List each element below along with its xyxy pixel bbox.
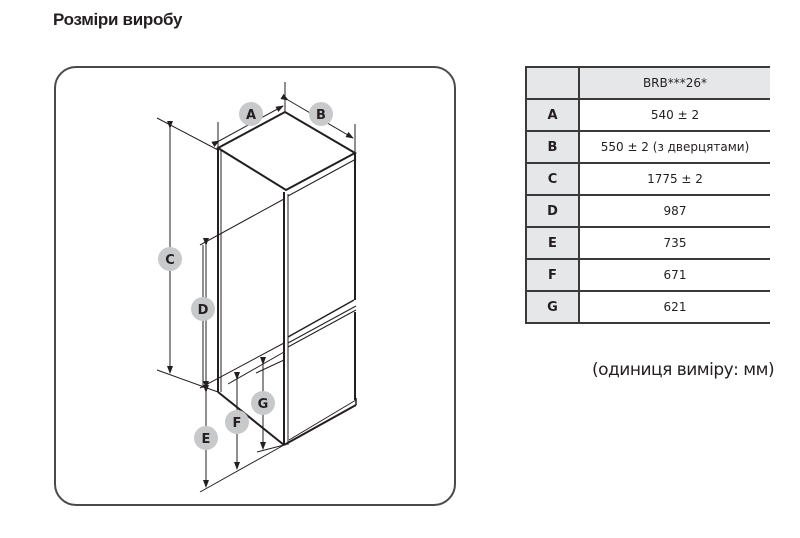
- svg-text:F: F: [233, 416, 242, 431]
- table-row: G 621: [525, 290, 770, 324]
- row-key: D: [525, 194, 580, 228]
- row-key: G: [525, 290, 580, 324]
- unit-note: (одиниця виміру: мм): [592, 360, 775, 380]
- table-row: C 1775 ± 2: [525, 162, 770, 196]
- svg-text:A: A: [246, 108, 256, 123]
- table-row: E 735: [525, 226, 770, 260]
- row-value: 550 ± 2 (з дверцятами): [578, 130, 770, 164]
- dimension-label-f: F: [225, 410, 249, 434]
- dimension-label-e: E: [194, 426, 218, 450]
- row-value: 540 ± 2: [578, 98, 770, 132]
- svg-text:E: E: [202, 432, 211, 447]
- row-key: B: [525, 130, 580, 164]
- row-value: 621: [578, 290, 770, 324]
- fridge-outline: [215, 110, 358, 446]
- dimension-label-d: D: [191, 297, 215, 321]
- row-key: E: [525, 226, 580, 260]
- dimension-label-a: A: [239, 102, 263, 126]
- table-header-row: BRB***26*: [525, 66, 770, 100]
- row-value: 735: [578, 226, 770, 260]
- table-row: D 987: [525, 194, 770, 228]
- row-key: C: [525, 162, 580, 196]
- diagram-frame: [54, 66, 456, 506]
- row-key: F: [525, 258, 580, 292]
- dimension-label-c: C: [158, 247, 182, 271]
- svg-text:G: G: [258, 397, 269, 412]
- table-row: A 540 ± 2: [525, 98, 770, 132]
- page-title: Розміри виробу: [53, 10, 183, 29]
- table-header-model: BRB***26*: [578, 66, 770, 100]
- row-value: 987: [578, 194, 770, 228]
- table-header-key: [525, 66, 580, 100]
- svg-text:D: D: [198, 303, 209, 318]
- row-value: 1775 ± 2: [578, 162, 770, 196]
- dimensions-table: BRB***26* A 540 ± 2 B 550 ± 2 (з дверцят…: [525, 66, 770, 324]
- svg-text:B: B: [316, 108, 326, 123]
- dimension-label-b: B: [309, 102, 333, 126]
- table-row: F 671: [525, 258, 770, 292]
- svg-text:C: C: [165, 253, 175, 268]
- dimension-label-g: G: [251, 391, 275, 415]
- dimension-lines: [156, 82, 356, 493]
- row-key: A: [525, 98, 580, 132]
- table-row: B 550 ± 2 (з дверцятами): [525, 130, 770, 164]
- row-value: 671: [578, 258, 770, 292]
